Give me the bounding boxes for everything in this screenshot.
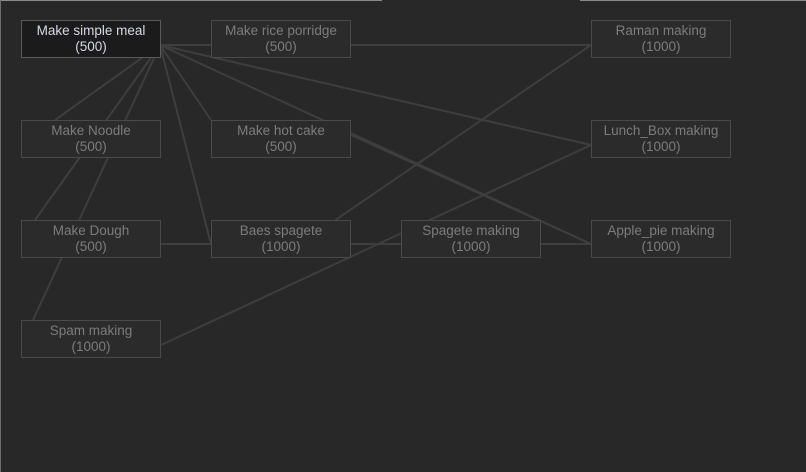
top-edge-highlight-right xyxy=(580,0,806,1)
node-label: Raman making xyxy=(615,23,707,38)
node-cost: (500) xyxy=(265,139,297,154)
node-label: Spagete making xyxy=(422,223,520,238)
node-cost: (500) xyxy=(265,39,297,54)
node-rice-porridge[interactable]: Make rice porridge(500) xyxy=(211,20,351,58)
node-label: Spam making xyxy=(49,323,133,338)
node-spam[interactable]: Spam making(1000) xyxy=(21,320,161,358)
edge-simple_meal-to-spam xyxy=(32,44,161,321)
node-noodle[interactable]: Make Noodle(500) xyxy=(21,120,161,158)
node-simple-meal[interactable]: Make simple meal(500) xyxy=(21,20,161,58)
node-label: Make hot cake xyxy=(237,123,325,138)
node-label: Lunch_Box making xyxy=(603,123,719,138)
node-label: Baes spagete xyxy=(239,223,323,238)
node-dough[interactable]: Make Dough(500) xyxy=(21,220,161,258)
top-edge-highlight xyxy=(0,0,382,1)
node-cost: (1000) xyxy=(71,339,111,354)
node-cost: (500) xyxy=(75,39,107,54)
left-edge-border xyxy=(0,0,1,472)
node-cost: (1000) xyxy=(641,239,681,254)
node-cost: (1000) xyxy=(451,239,491,254)
node-cost: (1000) xyxy=(261,239,301,254)
node-cost: (1000) xyxy=(641,39,681,54)
node-spagete[interactable]: Spagete making(1000) xyxy=(401,220,541,258)
node-baes-spagete[interactable]: Baes spagete(1000) xyxy=(211,220,351,258)
edge-simple_meal-to-baes_spagete xyxy=(159,44,212,245)
edge-simple_meal-to-lunch_box xyxy=(159,44,592,146)
edge-hot_cake-to-apple_pie xyxy=(350,134,592,245)
node-label: Apple_pie making xyxy=(607,223,715,238)
node-cost: (1000) xyxy=(641,139,681,154)
node-label: Make rice porridge xyxy=(225,23,337,38)
node-cost: (500) xyxy=(75,139,107,154)
node-label: Make Noodle xyxy=(51,123,131,138)
node-apple-pie[interactable]: Apple_pie making(1000) xyxy=(591,220,731,258)
node-cost: (500) xyxy=(75,239,107,254)
node-label: Make Dough xyxy=(52,223,130,238)
node-raman[interactable]: Raman making(1000) xyxy=(591,20,731,58)
edge-spam-to-lunch_box xyxy=(160,144,592,346)
node-lunch-box[interactable]: Lunch_Box making(1000) xyxy=(591,120,731,158)
node-hot-cake[interactable]: Make hot cake(500) xyxy=(211,120,351,158)
node-label: Make simple meal xyxy=(36,23,146,38)
edge-simple_meal-to-hot_cake xyxy=(159,44,212,121)
